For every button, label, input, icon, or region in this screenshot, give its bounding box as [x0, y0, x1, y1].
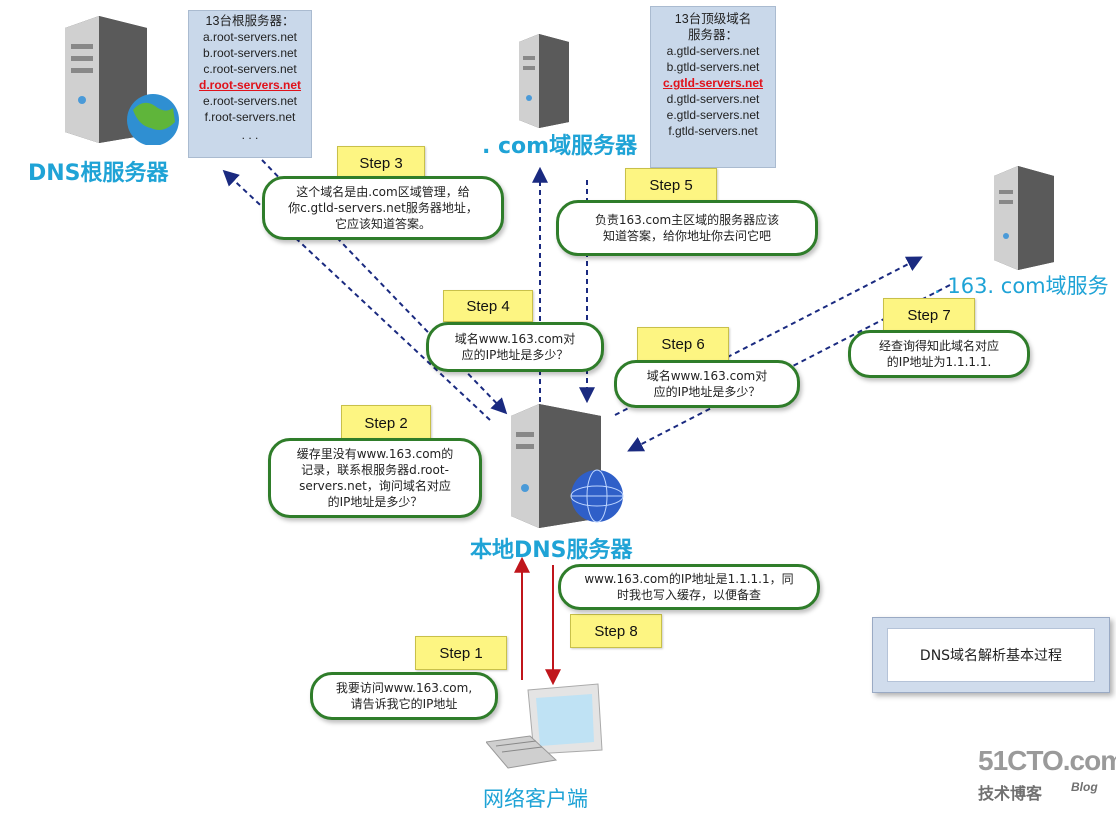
com-list-item: a.gtld-servers.net: [666, 44, 760, 58]
bubble-step8: www.163.com的IP地址是1.1.1.1，同 时我也写入缓存，以便备查: [558, 564, 820, 610]
root-server-icon: [65, 16, 179, 145]
com-server-icon: [519, 34, 569, 128]
com-server-title: . com域服务器: [482, 134, 638, 159]
root-server-title: DNS根服务器: [28, 161, 169, 186]
bubble-text: 你c.gtld-servers.net服务器地址，: [288, 201, 478, 215]
bubble-text: 这个域名是由.com区域管理，给: [296, 185, 470, 199]
bubble-text: 应的IP地址是多少？: [653, 385, 761, 399]
root-list-item: e.root-servers.net: [202, 94, 298, 108]
diagram-caption-box: DNS域名解析基本过程: [872, 617, 1110, 693]
root-list-more: . . .: [241, 128, 259, 142]
163-server-title: . 163. com域服务: [934, 274, 1109, 298]
arrow-step2-to-root: [222, 169, 491, 421]
bubble-text: 应的IP地址是多少？: [461, 348, 569, 362]
com-list-heading: 13台顶级域名: [674, 12, 752, 26]
bubble-step7: 经查询得知此域名对应 的IP地址为1.1.1.1.: [848, 330, 1030, 378]
step-label-4: Step 4: [443, 290, 533, 322]
root-list-item: c.root-servers.net: [203, 62, 297, 76]
bubble-text: 负责163.com主区域的服务器应该: [594, 213, 780, 227]
com-list-item: d.gtld-servers.net: [666, 92, 760, 106]
step-label-3: Step 3: [337, 146, 425, 180]
bubble-text: 经查询得知此域名对应: [878, 339, 999, 353]
com-list-item-highlight: c.gtld-servers.net: [662, 76, 764, 90]
local-dns-server-icon: [511, 404, 624, 528]
step-label-1: Step 1: [415, 636, 507, 670]
root-list-item: f.root-servers.net: [204, 110, 296, 124]
step-label-7: Step 7: [883, 298, 975, 332]
bubble-text: 的IP地址为1.1.1.1.: [886, 355, 992, 369]
bubble-text: 记录，联系根服务器d.root-: [301, 463, 449, 477]
root-list-item-highlight: d.root-servers.net: [198, 78, 302, 92]
bubble-step3: 这个域名是由.com区域管理，给 你c.gtld-servers.net服务器地…: [262, 176, 504, 240]
bubble-text: servers.net，询问域名对应: [299, 479, 451, 493]
root-list-heading: 13台根服务器：: [205, 14, 295, 28]
bubble-text: 域名www.163.com对: [646, 369, 768, 383]
bubble-step1: 我要访问www.163.com, 请告诉我它的IP地址: [310, 672, 498, 720]
bubble-text: 知道答案，给你地址你去问它吧: [602, 229, 771, 243]
163-server-icon: [994, 166, 1054, 270]
client-title: 网络客户端: [483, 787, 588, 811]
bubble-text: 域名www.163.com对: [454, 332, 576, 346]
bubble-step2: 缓存里没有www.163.com的 记录，联系根服务器d.root- serve…: [268, 438, 482, 518]
bubble-step5: 负责163.com主区域的服务器应该 知道答案，给你地址你去问它吧: [556, 200, 818, 256]
watermark-logo: 51CTO.com: [978, 745, 1116, 776]
step-label-5: Step 5: [625, 168, 717, 202]
bubble-text: 请告诉我它的IP地址: [350, 697, 458, 711]
watermark-blog-en: Blog: [1071, 780, 1098, 794]
step-label-8: Step 8: [570, 614, 662, 648]
root-list-item: a.root-servers.net: [202, 30, 298, 44]
bubble-text: 它应该知道答案。: [334, 217, 431, 231]
com-list-heading: 服务器：: [687, 28, 738, 42]
bubble-text: 时我也写入缓存，以便备查: [616, 588, 761, 602]
diagram-caption: DNS域名解析基本过程: [887, 628, 1095, 682]
com-list-item: f.gtld-servers.net: [668, 124, 758, 138]
client-computer-icon: [486, 683, 603, 769]
watermark-blog-cn: 技术博客: [978, 784, 1043, 803]
bubble-step6: 域名www.163.com对 应的IP地址是多少？: [614, 360, 800, 408]
com-list-item: e.gtld-servers.net: [666, 108, 760, 122]
local-dns-server-title: 本地DNS服务器: [470, 538, 633, 563]
bubble-text: 缓存里没有www.163.com的: [296, 447, 454, 461]
root-server-list: 13台根服务器： a.root-servers.net b.root-serve…: [188, 10, 312, 158]
step-label-2: Step 2: [341, 405, 431, 441]
com-server-list: 13台顶级域名 服务器： a.gtld-servers.net b.gtld-s…: [650, 6, 776, 168]
step-label-6: Step 6: [637, 327, 729, 361]
com-list-item: b.gtld-servers.net: [666, 60, 760, 74]
bubble-text: www.163.com的IP地址是1.1.1.1，同: [584, 572, 794, 586]
bubble-text: 的IP地址是多少？: [327, 495, 423, 509]
bubble-text: 我要访问www.163.com,: [335, 681, 473, 695]
root-list-item: b.root-servers.net: [202, 46, 298, 60]
bubble-step4: 域名www.163.com对 应的IP地址是多少？: [426, 322, 604, 372]
